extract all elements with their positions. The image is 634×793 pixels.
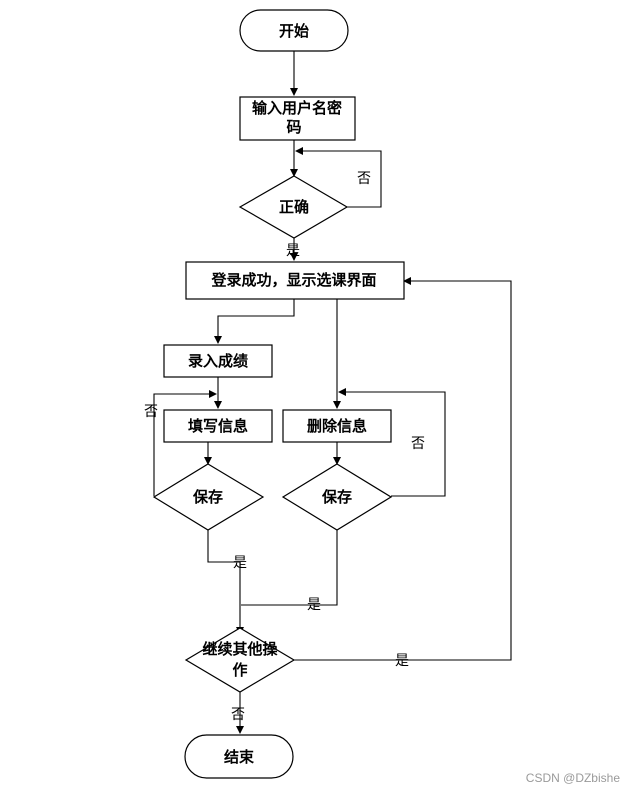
correct-yes-label: 是: [286, 243, 300, 259]
continue-label-line1: 继续其他操: [202, 640, 278, 658]
correct-decision: [238, 175, 349, 239]
enter-grade-box: [163, 344, 273, 378]
arrow-save-left-no-loop: [153, 390, 217, 496]
end-terminal: [184, 734, 294, 779]
start-terminal: [239, 9, 349, 52]
login-success-box: [185, 261, 405, 300]
start-label: 开始: [279, 22, 309, 40]
save-left-yes-label: 是: [233, 555, 247, 571]
save-right-yes-label: 是: [307, 597, 321, 613]
connectors: [153, 51, 512, 734]
login-label: 登录成功，显示选课界面: [210, 271, 376, 289]
fill-info-label: 填写信息: [188, 417, 248, 435]
save-right-decision: [281, 463, 393, 531]
save-right-no-label: 否: [411, 436, 425, 452]
delete-info-label: 删除信息: [307, 417, 367, 435]
delete-info-box: [282, 409, 392, 443]
correct-no-label: 否: [357, 171, 371, 187]
arrow-continue-yes-loop: [293, 277, 512, 661]
arrow-save-right-yes: [241, 530, 338, 606]
input-label-line1: 输入用户名密: [252, 99, 342, 117]
continue-no-label: 否: [231, 707, 245, 723]
input-label-line2: 码: [286, 118, 301, 136]
arrow-correct-no-loop: [295, 147, 382, 208]
save-left-label: 保存: [192, 488, 223, 506]
arrow-save-left-yes: [207, 530, 244, 635]
enter-grade-label: 录入成绩: [188, 352, 248, 370]
save-right-label: 保存: [321, 488, 352, 506]
continue-decision: [184, 627, 296, 693]
fill-info-box: [163, 409, 273, 443]
save-left-no-label: 否: [144, 404, 158, 420]
watermark: CSDN @DZbishe: [526, 771, 621, 785]
save-left-decision: [152, 463, 265, 531]
correct-label: 正确: [279, 198, 309, 216]
arrow-login-to-enter-grade: [214, 299, 295, 344]
continue-label-line2: 作: [232, 661, 247, 679]
arrow-save-right-no-loop: [338, 388, 446, 497]
end-label: 结束: [224, 748, 255, 766]
input-credentials-box: [239, 96, 356, 141]
continue-yes-label: 是: [395, 653, 409, 669]
